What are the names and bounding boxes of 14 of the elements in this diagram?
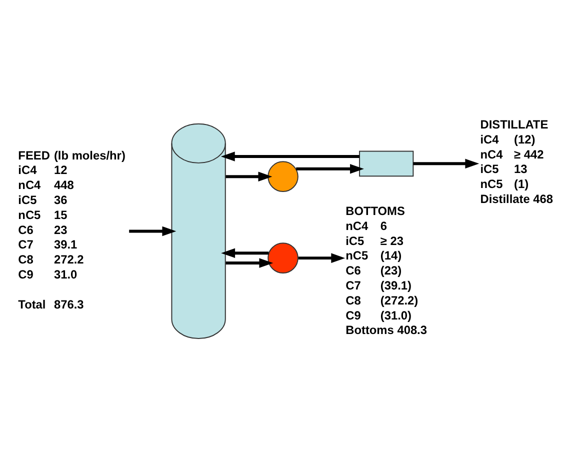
arrow xyxy=(226,258,274,268)
arrow xyxy=(296,164,364,174)
node-circle xyxy=(268,242,298,274)
arrow xyxy=(298,253,346,263)
node-circle xyxy=(268,161,298,192)
node-text: FEED (lb moles/hr) iC4 12 nC4 448 iC5 36 nC5 15 C6 23 C7 39.1 C8 272.2 C9 31.0 Total 876.3 xyxy=(18,148,126,312)
node-box xyxy=(359,150,414,177)
arrow xyxy=(129,226,176,236)
arrow xyxy=(220,152,360,162)
node-text: DISTILLATE iC4 (12) nC4 ≥ 442 iC5 13 nC5 (1) Distillate 468 xyxy=(480,117,554,206)
arrow xyxy=(221,248,269,258)
arrow xyxy=(413,158,480,169)
arrow xyxy=(226,172,272,182)
node-text: BOTTOMS nC4 6 iC5 ≥ 23 nC5 (14) C6 (23) C7 (39.1) C8 (272.2) C9 (31.0) Bottoms 408.3 xyxy=(346,204,428,338)
